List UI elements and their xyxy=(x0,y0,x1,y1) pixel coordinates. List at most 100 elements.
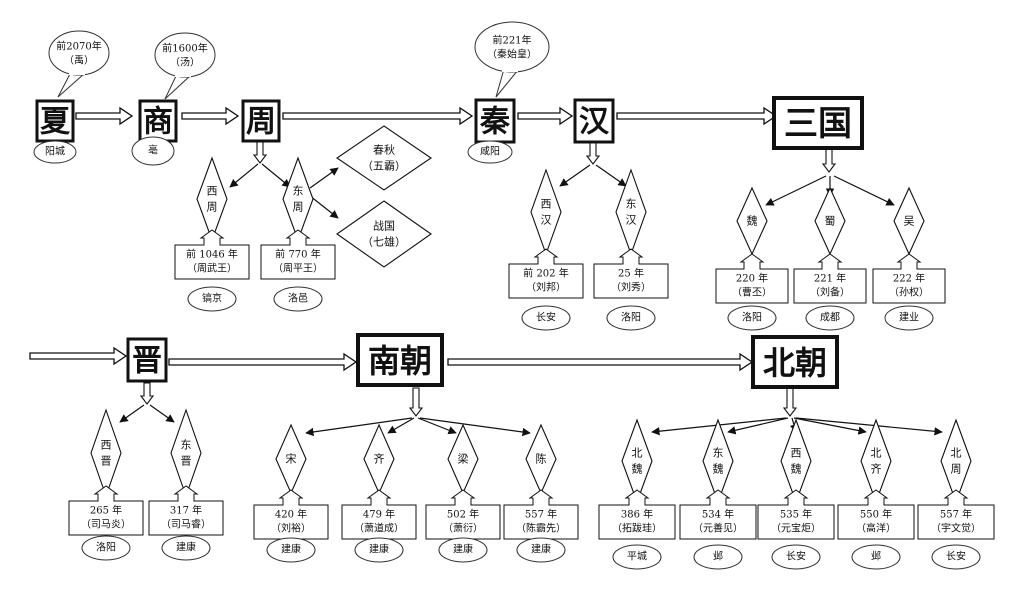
dynasty-title-xia: 夏 xyxy=(40,105,71,140)
han-west-date: 前 202 年 xyxy=(523,267,568,280)
zhou-chunqiu-diamond xyxy=(336,125,432,191)
nanchao-2-date: 502 年 xyxy=(447,508,479,521)
edge-nanchao-1 xyxy=(387,417,415,434)
nanchao-2-founder: （萧衍） xyxy=(443,522,483,535)
capital-qin: 咸阳 xyxy=(480,146,500,158)
edge-east-chunqiu xyxy=(309,167,339,189)
jin-west-capital-ellipse xyxy=(81,535,131,561)
jin-east-founder: （司马睿） xyxy=(161,518,211,531)
nanchao-1-founder: （萧道成） xyxy=(354,522,404,535)
nanchao-3-label: 陈 xyxy=(536,452,547,466)
beichao-2-label-0: 西 xyxy=(791,447,802,460)
dynasty-box-beichao xyxy=(751,335,839,389)
edge-zhou-east xyxy=(261,163,291,188)
beichao-0-capital-ellipse xyxy=(612,544,662,570)
arrow-nanchao-beichao xyxy=(447,352,754,372)
dynasty-box-sanguo xyxy=(772,96,864,150)
nanchao-1-date: 479 年 xyxy=(363,508,395,521)
jin-west-diamond xyxy=(90,408,122,498)
sanguo-wei-capital-ellipse xyxy=(727,305,777,331)
bubble-shang-date: 前1600年 xyxy=(162,42,207,55)
bubble-xia-tail xyxy=(57,71,87,98)
beichao-1-capital-ellipse xyxy=(693,544,743,570)
dynasty-title-shang: 商 xyxy=(143,105,173,140)
beichao-2-label-1: 魏 xyxy=(791,462,802,476)
nanchao-1-capital: 建康 xyxy=(369,543,389,556)
han-west-box xyxy=(508,248,584,299)
edge-nanchao-3 xyxy=(419,417,531,437)
edge-nanchao-2 xyxy=(417,417,457,435)
beichao-4-capital: 长安 xyxy=(946,550,966,563)
sanguo-wu-label: 吴 xyxy=(904,215,915,228)
bubble-xia-founder: （禹） xyxy=(64,54,94,67)
arrow-jin-nanchao xyxy=(168,352,358,372)
edge-beichao-3 xyxy=(793,417,867,435)
jin-west-founder: （司马炎） xyxy=(81,519,131,531)
zhou-west-label-0: 西 xyxy=(207,185,218,198)
nanchao-3-capital: 建康 xyxy=(531,543,551,556)
jin-west-date: 265 年 xyxy=(90,504,122,517)
edge-jin-east xyxy=(149,404,175,423)
bubble-xia-date: 前2070年 xyxy=(56,40,101,53)
zhou-east-capital-ellipse xyxy=(273,286,323,312)
sanguo-wu-capital-ellipse xyxy=(884,305,934,331)
arrow-sanguo-down xyxy=(821,148,837,173)
sanguo-wu-founder: （孙权） xyxy=(889,286,929,299)
nanchao-3-founder: （陈霸先） xyxy=(516,522,566,535)
zhou-chunqiu-label-0: 春秋 xyxy=(373,143,395,157)
nanchao-0-capital-ellipse xyxy=(266,537,316,563)
arrow-into-jin xyxy=(29,346,128,366)
edge-east-zhanguo xyxy=(309,195,339,219)
beichao-0-label-1: 魏 xyxy=(632,462,643,476)
sanguo-wu-date: 222 年 xyxy=(893,272,925,285)
nanchao-0-box xyxy=(253,489,329,540)
beichao-1-date: 534 年 xyxy=(702,508,734,521)
han-east-label-1: 汉 xyxy=(626,214,637,227)
beichao-1-label-1: 魏 xyxy=(713,462,724,476)
bubble-qin-founder: （秦始皇） xyxy=(487,48,537,61)
edge-sanguo-wu xyxy=(833,175,895,206)
dynasty-title-qin: 秦 xyxy=(479,105,511,140)
beichao-1-label-0: 东 xyxy=(713,447,724,460)
bubble-shang-ellipse xyxy=(154,32,216,78)
zhou-chunqiu-label-1: （五霸） xyxy=(362,160,406,173)
edge-beichao-1 xyxy=(727,417,789,435)
sanguo-shu-box xyxy=(793,253,867,304)
bubble-qin-tail xyxy=(495,68,519,98)
bubble-xia-mask xyxy=(69,69,85,75)
beichao-2-date: 535 年 xyxy=(780,508,812,521)
sanguo-wu-box xyxy=(872,253,946,304)
arrow-han-down xyxy=(585,141,601,165)
beichao-2-capital-ellipse xyxy=(771,544,821,570)
jin-east-label-0: 东 xyxy=(181,439,192,452)
capital-xia-ellipse xyxy=(33,140,77,164)
beichao-1-founder: （元善见） xyxy=(693,522,743,535)
dynasty-box-nanchao xyxy=(356,333,444,387)
edge-jin-west xyxy=(119,404,145,423)
nanchao-3-date: 557 年 xyxy=(525,508,557,521)
jin-west-label-0: 西 xyxy=(101,439,112,452)
zhou-east-label-0: 东 xyxy=(293,185,304,198)
beichao-2-founder: （元宝炬） xyxy=(771,522,821,535)
bubble-qin-ellipse xyxy=(474,21,550,73)
dynasty-title-nanchao: 南朝 xyxy=(368,342,432,380)
edge-beichao-4 xyxy=(795,417,943,436)
bubble-qin-mask xyxy=(502,66,518,72)
beichao-2-box xyxy=(757,489,835,540)
jin-east-capital-ellipse xyxy=(161,535,211,561)
han-west-capital: 长安 xyxy=(536,311,556,324)
jin-east-capital: 建康 xyxy=(176,541,196,554)
dynasty-title-han: 汉 xyxy=(579,105,610,140)
beichao-0-box xyxy=(598,489,676,540)
arrow-han-sanguo xyxy=(616,106,778,126)
beichao-3-label-0: 北 xyxy=(871,447,882,460)
nanchao-0-founder: （刘裕） xyxy=(271,522,311,535)
dynasty-title-zhou: 周 xyxy=(246,105,276,140)
beichao-2-capital: 长安 xyxy=(786,550,806,563)
bubble-qin-date: 前221年 xyxy=(492,34,531,47)
edge-han-east xyxy=(595,164,627,187)
edge-zhou-west xyxy=(229,163,259,188)
bubble-shang-mask xyxy=(175,71,191,77)
han-west-capital-ellipse xyxy=(521,305,571,331)
